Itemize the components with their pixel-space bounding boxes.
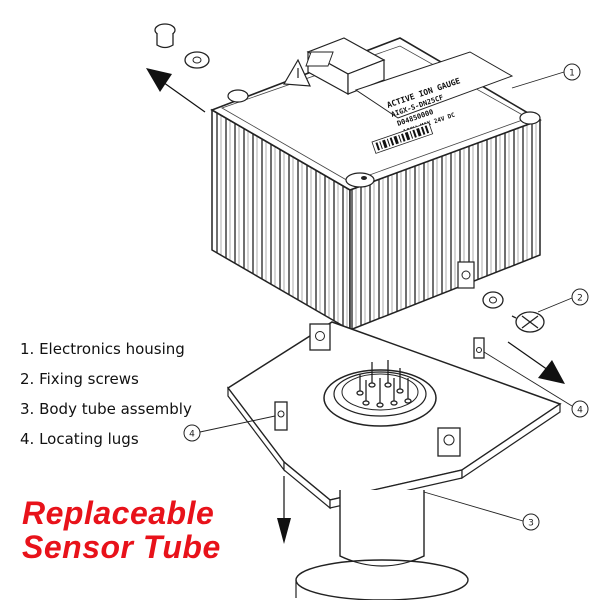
removal-arrow-up [146,68,206,113]
caption-line2: Sensor Tube [22,529,221,565]
callout-4-left-number: 4 [189,430,195,440]
callout-2: 2 [537,288,589,313]
locating-lug-right [473,337,485,359]
top-screw [154,23,176,49]
mounting-plate [226,321,562,510]
locating-lug-left [274,401,288,431]
top-washer [184,51,210,69]
callout-3: 3 [423,491,540,531]
callout-4-right: 4 [483,351,589,418]
housing-corner-boss [345,172,375,188]
caption: Replaceable Sensor Tube [22,496,221,564]
legend-item: 1. Electronics housing [20,340,185,358]
housing-corner-boss [519,111,541,125]
callout-1-number: 1 [569,69,575,79]
locating-lug-front [437,427,461,457]
barcode-icon [371,121,434,154]
callout-3-number: 3 [528,519,534,529]
caption-line1: Replaceable [22,495,215,531]
callout-1: 1 [511,63,581,89]
top-connector [305,37,386,96]
legend-item: 3. Body tube assembly [20,400,192,418]
housing-bottom-tab [457,261,475,289]
removal-arrow-down [277,476,291,544]
side-washer [482,291,504,309]
callout-2-number: 2 [577,294,583,304]
housing-corner-boss [227,89,249,103]
pin-connector [323,360,437,427]
parts-legend: 1. Electronics housing 2. Fixing screws … [20,334,192,454]
removal-arrow-down-right [507,341,565,384]
fixing-screw [511,311,545,333]
locating-lug-back [309,323,331,351]
legend-item: 2. Fixing screws [20,370,139,388]
callout-4-right-number: 4 [577,406,583,416]
body-tube-assembly [295,490,469,600]
connector-pins [356,360,412,408]
electronics-housing: ACTIVE ION GAUGE AIGX-S-DN25CF D04850000… [210,37,542,332]
warning-triangle-icon [282,58,311,87]
callout-4-left: 4 [183,415,276,442]
legend-item: 4. Locating lugs [20,430,139,448]
